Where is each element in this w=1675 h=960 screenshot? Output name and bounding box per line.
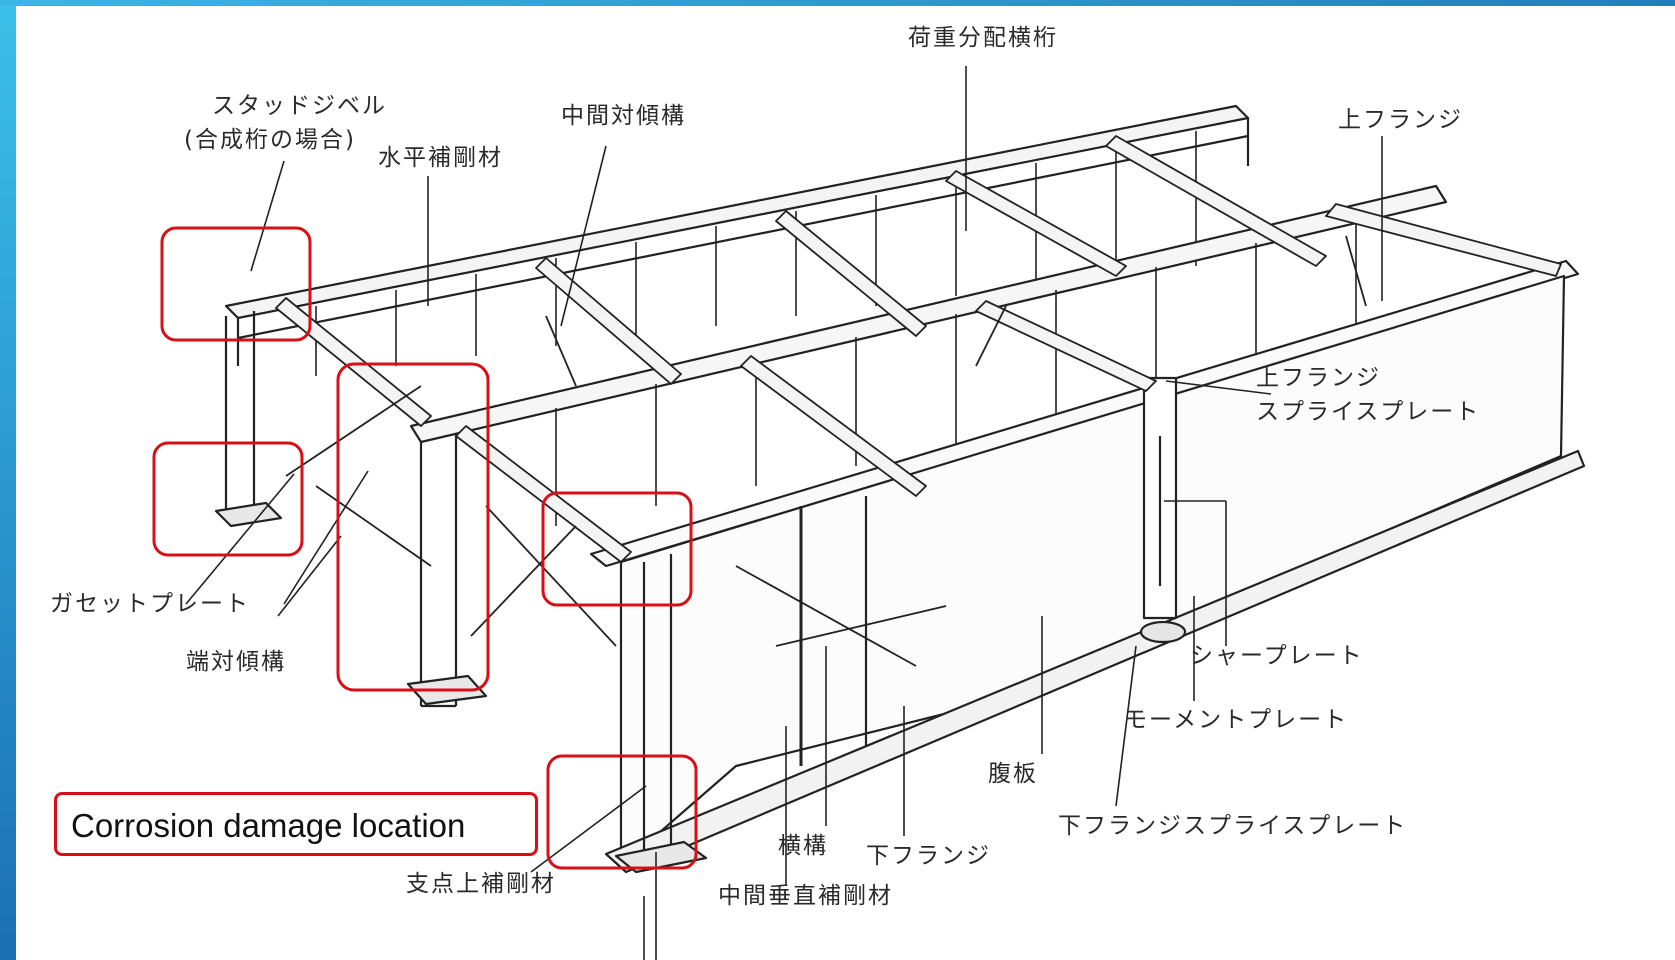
near-girder: [589, 259, 1586, 874]
label-gusset-plate: ガセットプレート: [50, 591, 250, 617]
label-bearing-stiffener: 支点上補剛材: [406, 871, 556, 897]
far-girder: [224, 104, 1250, 376]
label-stud-dowel: スタッドジベル: [212, 93, 387, 119]
label-lateral-bracing: 横構: [778, 833, 828, 859]
frame-edge-top: [0, 0, 1675, 6]
label-intermediate-sway-bracing: 中間対傾構: [561, 103, 686, 129]
diagram-canvas: 荷重分配横桁 スタッドジベル (合成桁の場合) 水平補剛材 中間対傾構 上フラン…: [16, 6, 1675, 960]
label-intermediate-vertical-stiffener: 中間垂直補剛材: [718, 883, 893, 909]
bridge-girder-drawing: [152, 66, 1586, 960]
corrosion-highlights: [152, 226, 698, 870]
highlight-gusset-plate-area: [152, 441, 304, 557]
label-web-plate: 腹板: [988, 761, 1038, 787]
leader-lines: [185, 66, 1383, 960]
label-upper-flange-splice-1: 上フランジ: [1256, 365, 1381, 391]
end-column-left: [214, 311, 283, 528]
corrosion-legend: Corrosion damage location: [54, 792, 538, 856]
highlight-middle-girder-end: [541, 491, 693, 607]
label-shear-plate: シャープレート: [1190, 643, 1364, 669]
label-lower-flange: 下フランジ: [866, 843, 991, 869]
label-moment-plate: モーメントプレート: [1124, 707, 1349, 733]
label-load-distribution-beam: 荷重分配横桁: [908, 25, 1058, 51]
highlight-bearing-stiffener: [546, 754, 698, 870]
frame-edge-left: [0, 0, 16, 960]
label-end-sway-bracing: 端対傾構: [186, 649, 286, 675]
legend-text: Corrosion damage location: [71, 807, 466, 844]
label-upper-flange-splice-2: スプライスプレート: [1256, 399, 1481, 425]
label-upper-flange: 上フランジ: [1338, 107, 1463, 133]
label-horizontal-stiffener: 水平補剛材: [378, 145, 503, 171]
highlight-stud-dowel-area: [160, 226, 312, 342]
label-lower-flange-splice: 下フランジスプライスプレート: [1058, 813, 1408, 839]
highlight-end-bracing-area: [336, 362, 490, 692]
label-stud-dowel-note: (合成桁の場合): [184, 127, 356, 153]
